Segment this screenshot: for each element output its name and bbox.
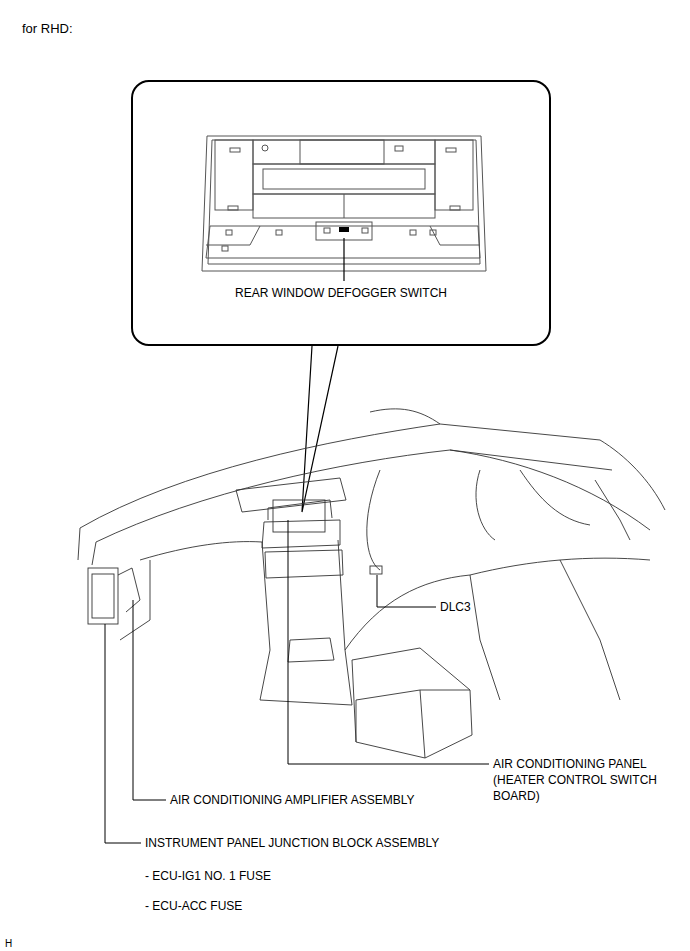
part-name: AIR CONDITIONING PANEL (HEATER CONTROL S… <box>493 756 671 804</box>
part-name: DLC3 <box>440 599 471 615</box>
part-name: - ECU-IG1 NO. 1 FUSE <box>145 868 271 884</box>
part-name: AIR CONDITIONING AMPLIFIER ASSEMBLY <box>170 792 415 808</box>
part-name: INSTRUMENT PANEL JUNCTION BLOCK ASSEMBLY <box>145 835 439 851</box>
diagram-title: for RHD: <box>22 21 73 37</box>
part-name: REAR WINDOW DEFOGGER SWITCH <box>235 285 447 301</box>
part-name: - ECU-ACC FUSE <box>145 898 242 914</box>
callout-box: REAR WINDOW DEFOGGER SWITCH <box>131 80 551 346</box>
figure-code: H <box>5 936 12 951</box>
